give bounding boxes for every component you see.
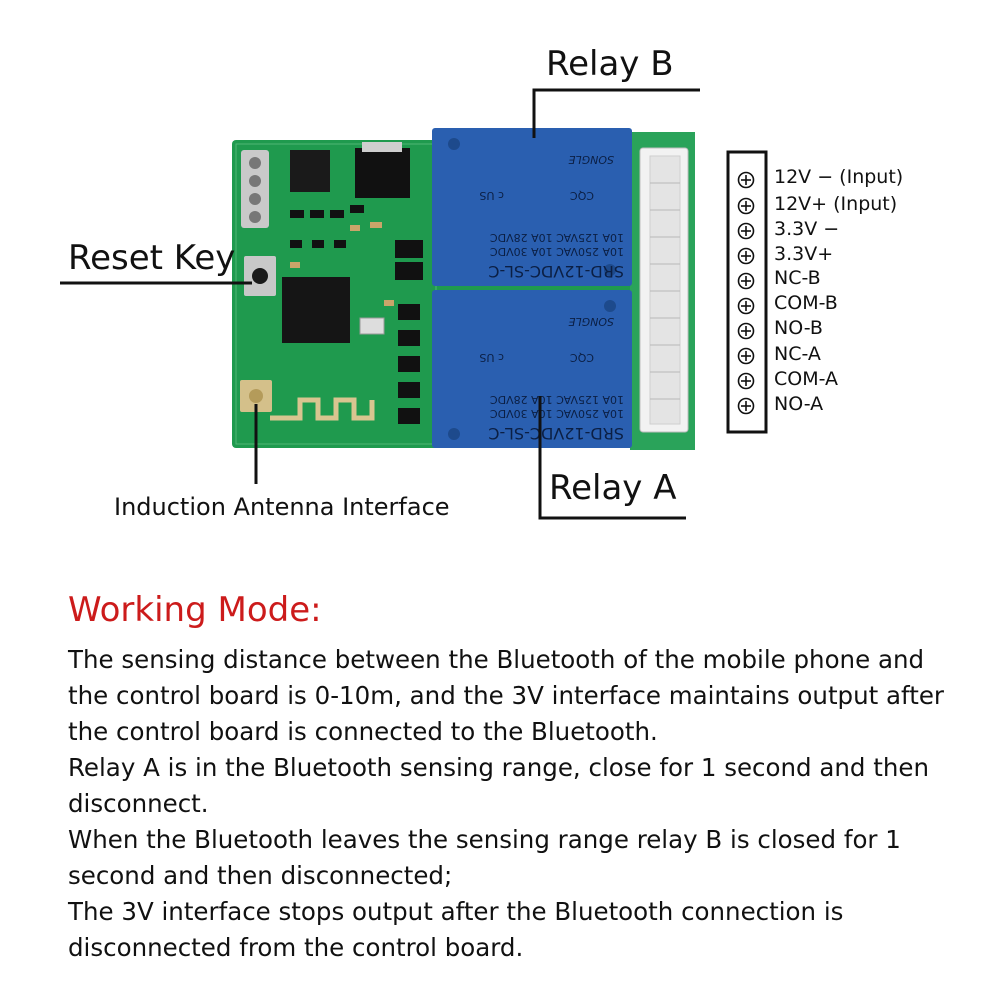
terminal-label: NC-A <box>774 343 821 365</box>
svg-text:SRD-12VDC-SL-C: SRD-12VDC-SL-C <box>488 262 624 281</box>
callout-lines <box>60 88 700 520</box>
svg-text:10A 250VAC 10A 30VDC: 10A 250VAC 10A 30VDC <box>490 245 624 258</box>
screw-terminal-icon <box>737 197 755 215</box>
terminal-label: 12V+ (Input) <box>774 193 898 215</box>
screw-terminal-icon <box>737 247 755 265</box>
terminal-label: NC-B <box>774 267 821 289</box>
svg-text:SONGLE: SONGLE <box>568 315 614 328</box>
terminal-label: 3.3V − <box>774 218 840 240</box>
svg-text:10A 250VAC 10A 30VDC: 10A 250VAC 10A 30VDC <box>490 407 624 420</box>
relay-a-component <box>432 290 632 448</box>
svg-text:10A 125VAC 10A 28VDC: 10A 125VAC 10A 28VDC <box>490 231 624 244</box>
reset-key-label: Reset Key <box>68 238 236 278</box>
terminal-label: NO-A <box>774 393 824 415</box>
description-paragraph: The 3V interface stops output after the … <box>68 897 844 962</box>
svg-text:10A 125VAC 10A 28VDC: 10A 125VAC 10A 28VDC <box>490 393 624 406</box>
terminal-label: COM-B <box>774 292 838 314</box>
bluetooth-chip <box>282 277 350 343</box>
description-paragraph: The sensing distance between the Bluetoo… <box>68 645 944 746</box>
terminal-label: NO-B <box>774 317 823 339</box>
svg-text:SRD-12VDC-SL-C: SRD-12VDC-SL-C <box>488 424 624 443</box>
working-mode-description: The sensing distance between the Bluetoo… <box>68 642 948 966</box>
header-pads <box>241 150 269 228</box>
relay-board-illustration: SRD-12VDC-SL-C 10A 250VAC 10A 30VDC 10A … <box>60 88 768 520</box>
screw-terminal-icon <box>737 171 755 189</box>
terminal-label: 3.3V+ <box>774 243 834 265</box>
pcb-antenna <box>240 380 375 421</box>
relay-b-component <box>432 128 632 286</box>
working-mode-heading: Working Mode: <box>68 590 322 630</box>
relay-a-label: Relay A <box>549 468 677 508</box>
screw-terminal-icon <box>737 272 755 290</box>
terminal-label: 12V − (Input) <box>774 166 904 188</box>
screw-terminal-icon <box>737 297 755 315</box>
relay-b-label: Relay B <box>546 44 674 84</box>
screw-terminal-icon <box>737 347 755 365</box>
terminal-list-box <box>726 150 768 434</box>
screw-terminal-icon <box>737 372 755 390</box>
svg-text:c US: c US <box>479 189 504 202</box>
relay-b-markings: SRD-12VDC-SL-C 10A 250VAC 10A 30VDC 10A … <box>479 153 624 281</box>
screw-terminal-icon <box>737 397 755 415</box>
reset-key-switch <box>244 256 276 296</box>
antenna-label: Induction Antenna Interface <box>114 493 450 521</box>
svg-text:SONGLE: SONGLE <box>568 153 614 166</box>
screw-terminal-icon <box>737 322 755 340</box>
svg-text:CQC: CQC <box>570 189 594 202</box>
svg-text:CQC: CQC <box>570 351 594 364</box>
description-paragraph: When the Bluetooth leaves the sensing ra… <box>68 825 901 890</box>
description-paragraph: Relay A is in the Bluetooth sensing rang… <box>68 753 929 818</box>
terminal-connector <box>639 147 689 433</box>
svg-text:c US: c US <box>479 351 504 364</box>
terminal-label: COM-A <box>774 368 839 390</box>
relay-a-markings: SRD-12VDC-SL-C 10A 250VAC 10A 30VDC 10A … <box>479 315 624 443</box>
screw-terminal-icon <box>737 222 755 240</box>
